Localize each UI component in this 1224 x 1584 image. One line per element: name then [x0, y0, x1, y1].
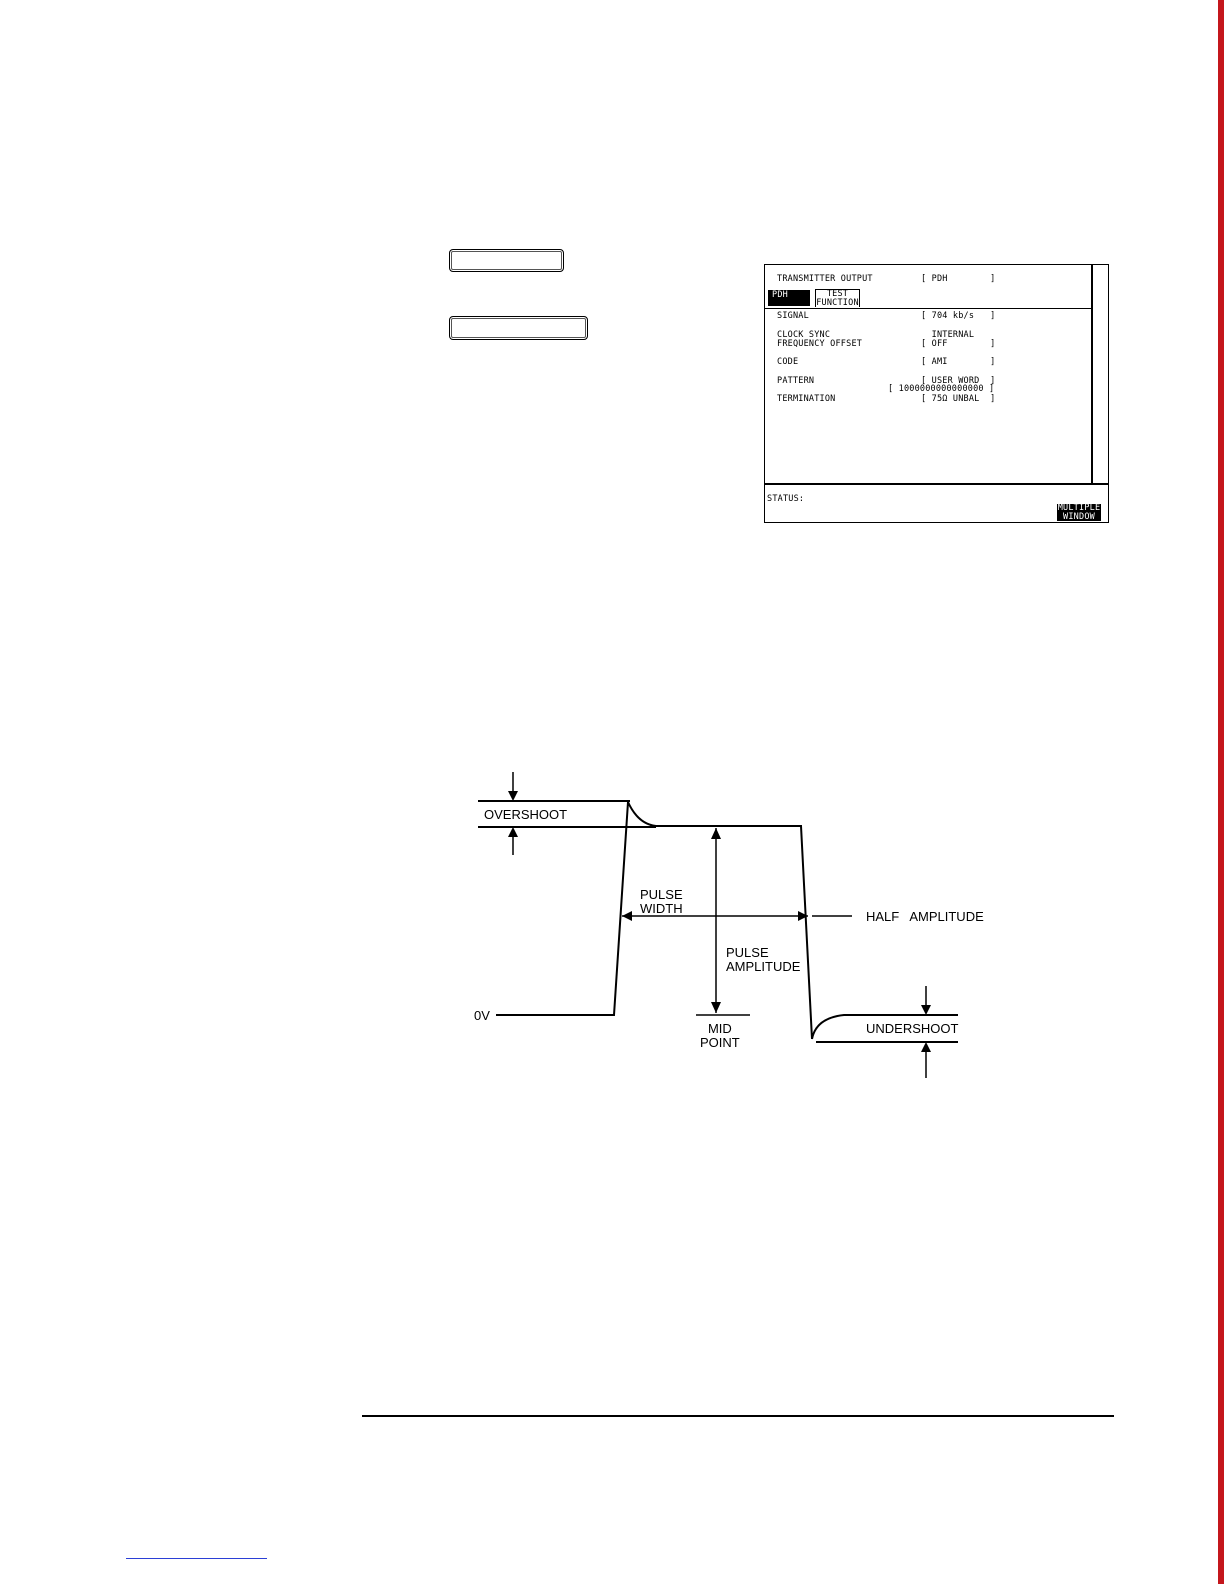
label-zero-volts: 0V [474, 1008, 490, 1023]
overshoot-arrowhead-up [508, 827, 518, 837]
bottom-link-underline[interactable] [126, 1558, 267, 1559]
front-panel-key-1[interactable] [449, 249, 564, 272]
label-overshoot: OVERSHOOT [484, 807, 568, 822]
row-label-code: CODE [777, 357, 799, 367]
row-value-code[interactable]: [ AMI ] [921, 357, 996, 367]
row-label-pattern: PATTERN [777, 376, 815, 386]
tab-divider [765, 308, 1091, 309]
pulse-shape-diagram [478, 772, 958, 1078]
label-half-amplitude: HALF AMPLITUDE [866, 909, 984, 924]
softkey-multiple-window[interactable]: MULTIPLE WINDOW [1057, 503, 1101, 522]
status-label: STATUS: [767, 494, 805, 504]
tab-pdh[interactable]: PDH [768, 290, 810, 306]
label-undershoot: UNDERSHOOT [866, 1021, 959, 1036]
transmitter-display: TRANSMITTER OUTPUT [ PDH ] PDH TEST FUNC… [764, 264, 1109, 523]
undershoot-arrowhead-up [921, 1042, 931, 1052]
row-label-signal: SIGNAL [777, 311, 809, 321]
status-divider [765, 483, 1108, 485]
row-value-pattern[interactable]: [ USER WORD ] [921, 376, 996, 386]
tab-test-function[interactable]: TEST FUNCTION [815, 289, 860, 308]
pulse-width-arrowhead-right [798, 911, 808, 921]
undershoot-arrowhead-down [921, 1005, 931, 1015]
pulse-amplitude-arrowhead-up [711, 828, 721, 839]
label-pulse-width: PULSE WIDTH [640, 887, 683, 916]
pulse-amplitude-arrowhead-down [711, 1002, 721, 1013]
row-value-termination[interactable]: [ 75Ω UNBAL ] [921, 394, 996, 404]
pulse-width-arrowhead-left [622, 911, 632, 921]
pulse-waveform [496, 801, 958, 1040]
front-panel-key-2[interactable] [449, 316, 588, 340]
row-label-frequency-offset: FREQUENCY OFFSET [777, 339, 863, 349]
row-value-clock-sync: INTERNAL [921, 330, 975, 340]
row-label-transmitter-output: TRANSMITTER OUTPUT [777, 274, 873, 284]
label-mid-point: MID POINT [700, 1021, 740, 1050]
footer-rule [362, 1415, 1114, 1417]
row-value-user-word[interactable]: [ 1000000000000000 ] [888, 384, 995, 394]
row-value-frequency-offset[interactable]: [ OFF ] [921, 339, 996, 349]
row-label-termination: TERMINATION [777, 394, 836, 404]
row-label-clock-sync: CLOCK SYNC [777, 330, 831, 340]
page-edge-marker [1218, 0, 1224, 1584]
overshoot-arrowhead-down [508, 791, 518, 801]
row-value-transmitter-output[interactable]: [ PDH ] [921, 274, 996, 284]
scrollbar-divider [1091, 265, 1093, 483]
row-value-signal[interactable]: [ 704 kb/s ] [921, 311, 996, 321]
label-pulse-amplitude: PULSE AMPLITUDE [726, 945, 801, 974]
